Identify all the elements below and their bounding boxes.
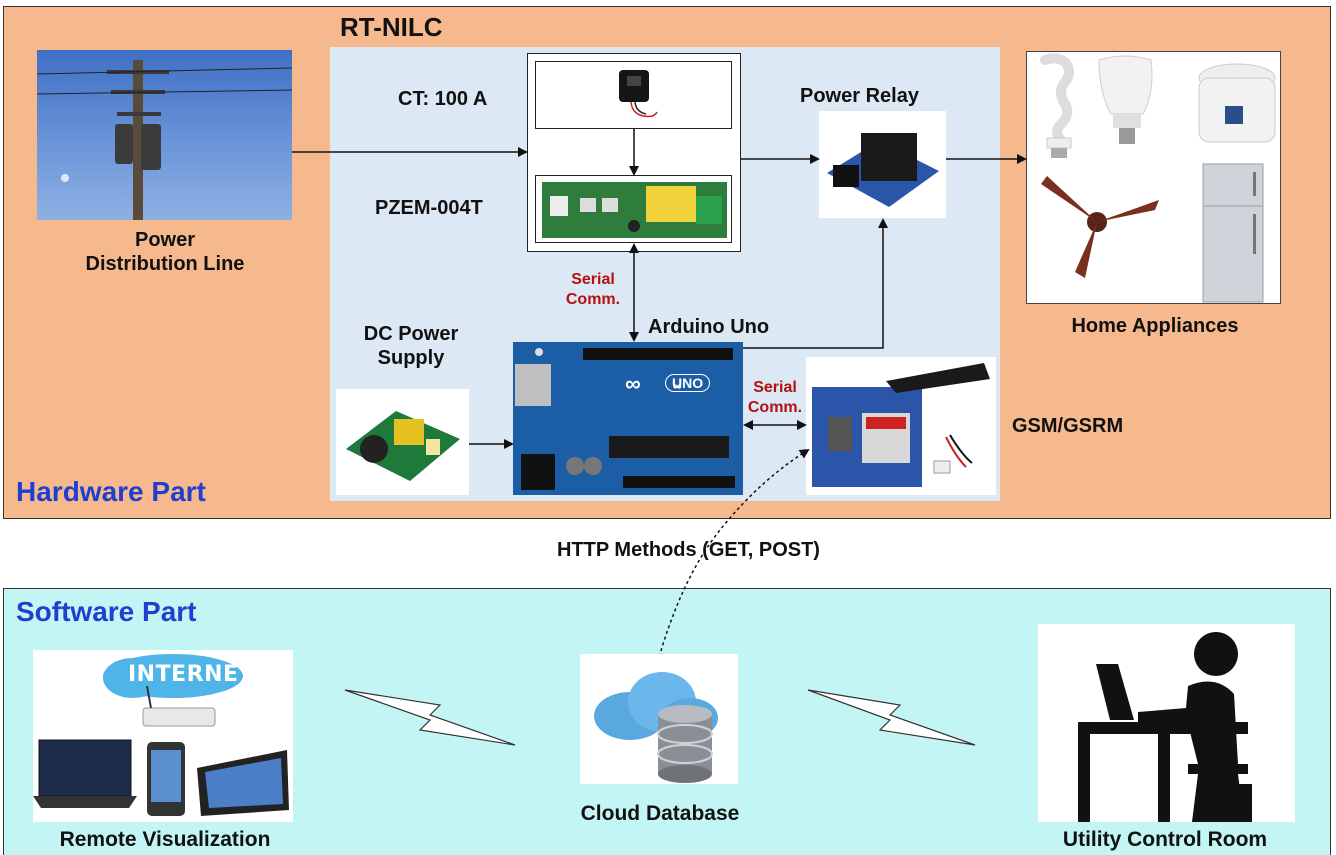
gsm-label: GSM/GSRM xyxy=(1012,415,1124,437)
serial-comm-label-1: Serial Comm. xyxy=(565,271,621,308)
hardware-section-title: Hardware Part xyxy=(16,476,206,507)
dc-supply-label: DC Power Supply xyxy=(363,323,459,369)
utility-control-room-label: Utility Control Room xyxy=(1062,828,1268,851)
software-section-title: Software Part xyxy=(16,596,197,627)
serial-comm-label-2: Serial Comm. xyxy=(747,379,803,416)
dc-power-supply-image xyxy=(336,389,469,495)
power-relay-image xyxy=(819,111,946,218)
ct-frame xyxy=(535,61,732,129)
svg-text:∞: ∞ xyxy=(673,379,682,393)
http-methods-label: HTTP Methods (GET, POST) xyxy=(557,539,820,561)
pzem-label: PZEM-004T xyxy=(375,197,483,219)
arduino-uno-logo-text: UNO xyxy=(665,374,711,392)
utility-control-room-image xyxy=(1038,624,1295,822)
gsm-module-image xyxy=(806,357,996,495)
internet-badge: INTERNET xyxy=(128,662,255,687)
cloud-database-label: Cloud Database xyxy=(580,802,740,825)
remote-visualization-label: Remote Visualization xyxy=(59,828,271,851)
ct-label: CT: 100 A xyxy=(398,88,488,110)
arduino-board-image: ∞ UNO ∞ xyxy=(513,342,743,495)
arduino-infinity-icon: ∞ xyxy=(625,371,641,396)
pzem-frame xyxy=(535,175,732,243)
cloud-database-image xyxy=(580,654,738,784)
arduino-label: Arduino Uno xyxy=(648,316,770,338)
home-appliances-label: Home Appliances xyxy=(1071,315,1239,337)
rt-nilc-title: RT-NILC xyxy=(340,12,443,42)
power-relay-label: Power Relay xyxy=(800,85,919,107)
home-appliances-frame xyxy=(1026,51,1281,304)
remote-visualization-image: INTERNET xyxy=(33,650,293,822)
power-line-label: Power Distribution Line xyxy=(85,229,245,275)
power-pole-image xyxy=(37,50,292,220)
